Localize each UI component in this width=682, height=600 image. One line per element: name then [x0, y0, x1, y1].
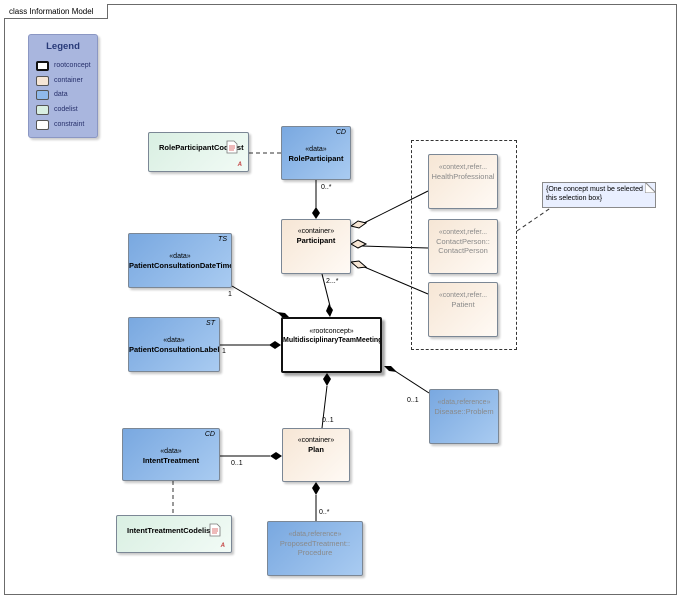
multiplicity-role-participant: 0..*	[321, 184, 332, 191]
note-anchor-link	[516, 206, 553, 232]
class-disease-problem[interactable]: «data,reference» Disease::Problem	[429, 389, 499, 444]
participant-patient-link	[361, 265, 429, 295]
class-name: ContactPerson:: ContactPerson	[436, 237, 490, 255]
multiplicity-intent: 0..1	[231, 460, 243, 467]
document-icon	[209, 523, 221, 537]
root-datetime-link	[231, 285, 281, 315]
stereotype: «rootconcept»	[309, 328, 354, 335]
datatype-tag: TS	[218, 236, 227, 243]
root-plan-link	[321, 385, 328, 429]
participant-contactperson-link	[361, 245, 429, 249]
multiplicity-participant: 2...*	[326, 278, 339, 285]
class-name: RoleParticipant	[288, 154, 344, 163]
stereotype: «data»	[305, 146, 327, 153]
diagram-frame-title: class Information Model	[4, 4, 109, 19]
plan-intenttreatment-diamond	[270, 452, 282, 460]
legend-swatch	[36, 61, 49, 71]
legend-swatch	[36, 90, 49, 100]
class-intent-treatment[interactable]: CD «data» IntentTreatment	[122, 428, 220, 481]
abstract-marker: A	[237, 162, 242, 168]
stereotype: «data»	[169, 253, 191, 260]
legend-label: data	[54, 91, 68, 98]
stereotype: «data,reference»	[288, 531, 342, 538]
root-participant-diamond	[326, 304, 333, 317]
multiplicity-datetime: 1	[228, 291, 232, 298]
participant-contactperson-diamond	[349, 239, 368, 249]
stereotype: «context,refer...	[438, 292, 488, 299]
legend-label: constraint	[54, 121, 85, 128]
stereotype: «container»	[297, 437, 335, 444]
class-health-professional[interactable]: «context,refer... HealthProfessional	[428, 154, 498, 209]
class-name: HealthProfessional	[431, 172, 495, 181]
class-role-participant[interactable]: CD «data» RoleParticipant	[281, 126, 351, 180]
stereotype: «data»	[160, 448, 182, 455]
class-plan[interactable]: «container» Plan	[282, 428, 350, 482]
stereotype: «context,refer...	[438, 229, 488, 236]
class-consultation-datetime[interactable]: TS «data» PatientConsultationDateTime	[128, 233, 232, 288]
class-consultation-label[interactable]: ST «data» PatientConsultationLabel	[128, 317, 220, 372]
class-name: Disease::Problem	[434, 407, 494, 416]
class-name: ProposedTreatment:: Procedure	[279, 539, 351, 557]
multiplicity-label: 1	[222, 348, 226, 355]
class-intent-treatment-codelist[interactable]: IntentTreatmentCodelist A	[116, 515, 232, 553]
class-participant[interactable]: «container» Participant	[281, 219, 351, 274]
stereotype: «data,reference»	[437, 399, 491, 406]
datatype-tag: CD	[335, 129, 346, 136]
legend-swatch	[36, 105, 49, 115]
legend-swatch	[36, 120, 49, 130]
diagram-frame	[4, 4, 677, 595]
class-role-participant-codelist[interactable]: RoleParticipantCodelist A	[148, 132, 249, 172]
datatype-tag: ST	[206, 320, 215, 327]
multiplicity-proposed: 0..*	[319, 509, 330, 516]
datatype-tag: CD	[204, 431, 215, 438]
note-corner-icon	[645, 182, 656, 193]
root-plan-diamond	[323, 373, 331, 386]
class-name: RoleParticipantCodelist	[159, 143, 244, 152]
participant-healthprofessional-link	[361, 190, 429, 225]
root-participant-link	[321, 273, 331, 307]
participant-roleparticipant-diamond	[312, 207, 320, 219]
constraint-note: {One concept must be selected in this se…	[542, 182, 656, 208]
class-name: PatientConsultationLabel	[129, 345, 220, 354]
class-name: IntentTreatment	[142, 456, 200, 465]
root-disease-diamond	[384, 366, 397, 372]
root-label-diamond	[269, 341, 281, 349]
legend-label: container	[54, 77, 83, 84]
class-name: MultidisciplinaryTeamMeeting	[283, 337, 382, 344]
class-root-mdt-meeting[interactable]: «rootconcept» MultidisciplinaryTeamMeeti…	[281, 317, 382, 373]
stereotype: «container»	[297, 228, 335, 235]
multiplicity-plan-root: 0..1	[322, 417, 334, 424]
participant-patient-diamond	[349, 260, 368, 269]
legend-title: Legend	[46, 41, 80, 52]
plan-proposed-diamond	[312, 482, 320, 495]
class-name: IntentTreatmentCodelist	[127, 526, 213, 535]
legend: Legend rootconcept container data codeli…	[28, 34, 98, 138]
class-contact-person[interactable]: «context,refer... ContactPerson:: Contac…	[428, 219, 498, 274]
multiplicity-disease: 0..1	[407, 397, 419, 404]
participant-healthprofessional-diamond	[349, 220, 368, 229]
class-name: Patient	[451, 300, 475, 309]
class-name: Participant	[296, 236, 336, 245]
root-disease-link	[394, 370, 430, 394]
class-name: Plan	[308, 445, 324, 454]
class-proposed-treatment[interactable]: «data,reference» ProposedTreatment:: Pro…	[267, 521, 363, 576]
stereotype: «data»	[163, 337, 185, 344]
legend-swatch	[36, 76, 49, 86]
legend-label: rootconcept	[54, 62, 91, 69]
document-icon	[226, 140, 238, 154]
abstract-marker: A	[220, 543, 225, 549]
participant-selection-box	[411, 140, 517, 350]
stereotype: «context,refer...	[438, 164, 488, 171]
class-name: PatientConsultationDateTime	[129, 261, 232, 270]
class-patient[interactable]: «context,refer... Patient	[428, 282, 498, 337]
legend-label: codelist	[54, 106, 78, 113]
